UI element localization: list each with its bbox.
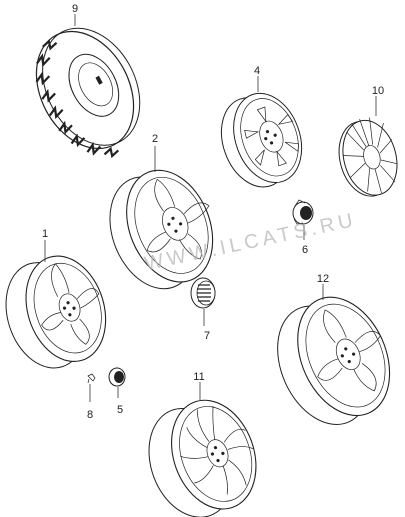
callout-12: 12 [317, 273, 329, 285]
callout-10: 10 [372, 85, 384, 97]
callout-5: 5 [117, 404, 123, 416]
callout-9: 9 [72, 3, 78, 15]
callout-6: 6 [302, 244, 308, 256]
callout-2: 2 [152, 133, 158, 145]
callout-4: 4 [254, 65, 260, 77]
wheel-1[interactable] [0, 246, 119, 379]
callout-1: 1 [42, 228, 48, 240]
hubcap-10[interactable] [331, 112, 405, 202]
center-cap-6[interactable] [292, 199, 314, 225]
wheel-2[interactable] [94, 156, 232, 302]
wheel-12[interactable] [260, 283, 405, 439]
center-cap-7[interactable] [190, 277, 216, 309]
wheel-4[interactable] [210, 84, 314, 197]
valve-8[interactable] [87, 373, 96, 384]
center-cap-5[interactable] [108, 367, 126, 387]
callout-8: 8 [87, 409, 93, 421]
callout-7: 7 [204, 330, 210, 342]
tire-9[interactable] [17, 11, 163, 173]
callout-11: 11 [193, 371, 204, 383]
wheel-11[interactable] [134, 388, 270, 517]
